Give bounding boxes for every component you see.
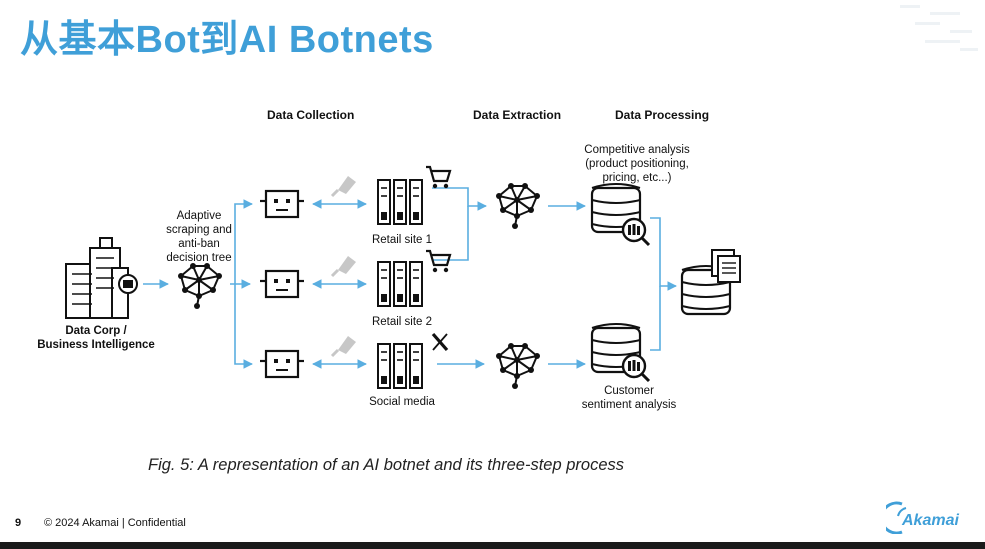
source-label: Data Corp / Business Intelligence	[26, 324, 166, 352]
retail-site-2-label: Retail site 2	[371, 316, 433, 328]
building-icon	[65, 237, 138, 319]
source-label-line1: Data Corp /	[65, 325, 127, 337]
bottom-bar	[0, 542, 985, 549]
shopping-cart-icon	[424, 249, 452, 274]
bot-icon-1	[258, 189, 306, 219]
competitive-label-line1: Competitive analysis	[584, 144, 690, 156]
competitive-label-line3: pricing, etc...)	[602, 172, 672, 184]
customer-sentiment-label: Customer sentiment analysis	[566, 384, 692, 412]
decision-label-line2: scraping and	[166, 224, 232, 236]
brand-name: Akamai	[902, 512, 959, 529]
decision-label-line4: decision tree	[166, 252, 232, 264]
scraper-icon-3	[330, 334, 358, 358]
x-logo-icon	[431, 332, 449, 352]
decorative-texture	[900, 5, 978, 51]
social-media-label: Social media	[369, 396, 435, 408]
competitive-label-line2: (product positioning,	[585, 158, 689, 170]
extraction-brain-icon-1	[495, 182, 541, 230]
akamai-logo-icon	[886, 501, 907, 534]
social-media-servers-icon	[377, 343, 423, 389]
stage-header-collection: Data Collection	[267, 108, 355, 122]
figure-caption: Fig. 5: A representation of an AI botnet…	[148, 456, 625, 474]
decision-label-line1: Adaptive	[176, 210, 222, 222]
analysis-magnifier-icon	[621, 353, 651, 383]
extraction-brain-icon-2	[495, 342, 541, 390]
slide-title: 从基本Bot到AI Botnets	[20, 19, 434, 61]
footer-copyright: © 2024 Akamai | Confidential	[44, 517, 186, 529]
retail-site-1-label: Retail site 1	[371, 234, 433, 246]
scraper-icon-2	[330, 254, 358, 278]
retail-site-1-servers-icon	[377, 179, 423, 225]
decision-tree-label: Adaptive scraping and anti-ban decision …	[152, 209, 246, 265]
analysis-magnifier-icon	[621, 217, 651, 247]
customer-label-line1: Customer	[604, 385, 654, 397]
bot-icon-2	[258, 269, 306, 299]
stage-header-extraction: Data Extraction	[473, 108, 562, 122]
shopping-cart-icon	[424, 165, 452, 190]
page-number: 9	[15, 517, 22, 529]
bot-icon-3	[258, 349, 306, 379]
competitive-analysis-label: Competitive analysis (product positionin…	[566, 143, 708, 185]
stage-header-processing: Data Processing	[615, 108, 710, 122]
customer-label-line2: sentiment analysis	[581, 399, 677, 411]
source-label-line2: Business Intelligence	[37, 339, 155, 351]
decision-tree-brain-icon	[177, 262, 223, 310]
retail-site-2-servers-icon	[377, 261, 423, 307]
decision-label-line3: anti-ban	[178, 238, 220, 250]
documents-icon	[711, 249, 741, 283]
scraper-icon-1	[330, 174, 358, 198]
